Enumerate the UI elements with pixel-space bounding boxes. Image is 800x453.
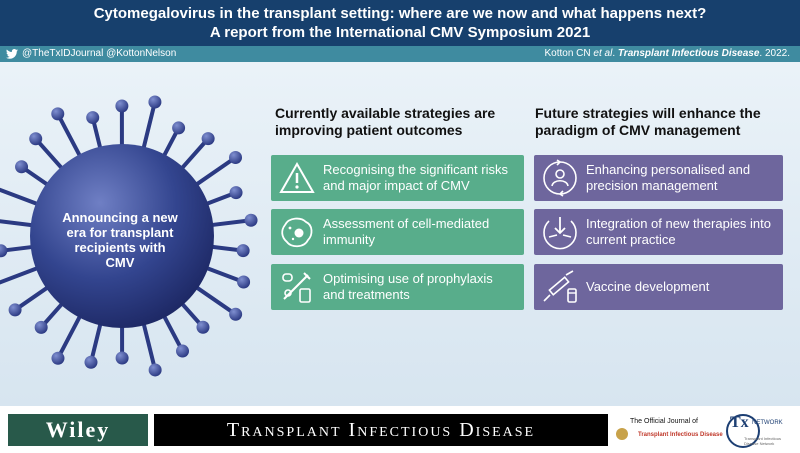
syringe-icon: [534, 264, 586, 310]
handles-text: @TheTxIDJournal @KottonNelson: [22, 48, 177, 59]
cell-icon: [271, 209, 323, 255]
future-strategy-text-3: Vaccine development: [586, 279, 710, 294]
medication-icon: [271, 264, 323, 310]
title-line-1: Cytomegalovirus in the transplant settin…: [93, 5, 707, 22]
current-strategy-card-3: Optimising use of prophylaxis and treatm…: [271, 264, 524, 310]
main-panel: Announcing a new era for transplant reci…: [0, 62, 800, 406]
person-cycle-icon: [534, 155, 586, 201]
current-strategy-text-2: Assessment of cell-mediated immunity: [323, 216, 490, 247]
current-strategy-card-2: Assessment of cell-mediated immunity: [271, 209, 524, 255]
sub-bar: @TheTxIDJournal @KottonNelson Kotton CN …: [0, 46, 800, 62]
tx-network-label: NETWORK: [752, 420, 783, 426]
official-journal-label: The Official Journal of: [630, 418, 698, 425]
citation-dot: .: [612, 48, 618, 59]
tx-network-ring-icon: [726, 414, 760, 448]
current-strategy-text-3: Optimising use of prophylaxis and treatm…: [323, 271, 493, 302]
announcement-text: Announcing a new era for transplant reci…: [62, 210, 178, 270]
cmv-virus-illustration: [0, 95, 258, 377]
title-line-2: A report from the International CMV Symp…: [209, 24, 591, 41]
citation-year: . 2022.: [759, 48, 790, 59]
citation-journal: Transplant Infectious Disease: [617, 48, 760, 59]
future-strategy-card-1: Enhancing personalised and precision man…: [534, 155, 783, 201]
integration-arrows-icon: [534, 209, 586, 255]
current-strategy-text-1: Recognising the significant risks and ma…: [323, 162, 508, 193]
warning-icon: [271, 155, 323, 201]
future-strategy-text-2: Integration of new therapies into curren…: [586, 216, 772, 247]
journal-name-banner: Transplant Infectious Disease: [154, 414, 608, 446]
tx-network-subtitle: Transplant Infectious Disease Network: [744, 436, 781, 446]
future-strategy-card-3: Vaccine development: [534, 264, 783, 310]
header-banner: Cytomegalovirus in the transplant settin…: [0, 0, 800, 46]
twitter-bird-icon: [6, 48, 18, 59]
social-handles: @TheTxIDJournal @KottonNelson: [6, 48, 176, 59]
wiley-logo: Wiley: [8, 414, 148, 446]
tx-network-logo: Tx NETWORK Transplant Infectious Disease…: [724, 412, 794, 448]
citation-etal: et al: [593, 48, 613, 59]
society-seal-icon: [616, 428, 628, 440]
current-strategy-card-1: Recognising the significant risks and ma…: [271, 155, 524, 201]
future-strategy-card-2: Integration of new therapies into curren…: [534, 209, 783, 255]
official-journal-name: Transplant Infectious Disease: [638, 432, 723, 438]
tx-network-tx: Tx: [730, 414, 749, 431]
future-strategies-heading: Future strategies will enhance the parad…: [535, 105, 761, 138]
citation-authors: Kotton CN: [544, 48, 594, 59]
citation: Kotton CN et al. Transplant Infectious D…: [544, 48, 790, 59]
current-strategies-heading: Currently available strategies are impro…: [275, 105, 496, 138]
future-strategy-text-1: Enhancing personalised and precision man…: [586, 162, 751, 193]
official-journal-badge: The Official Journal of Transplant Infec…: [616, 414, 726, 446]
footer: Wiley Transplant Infectious Disease The …: [0, 406, 800, 453]
